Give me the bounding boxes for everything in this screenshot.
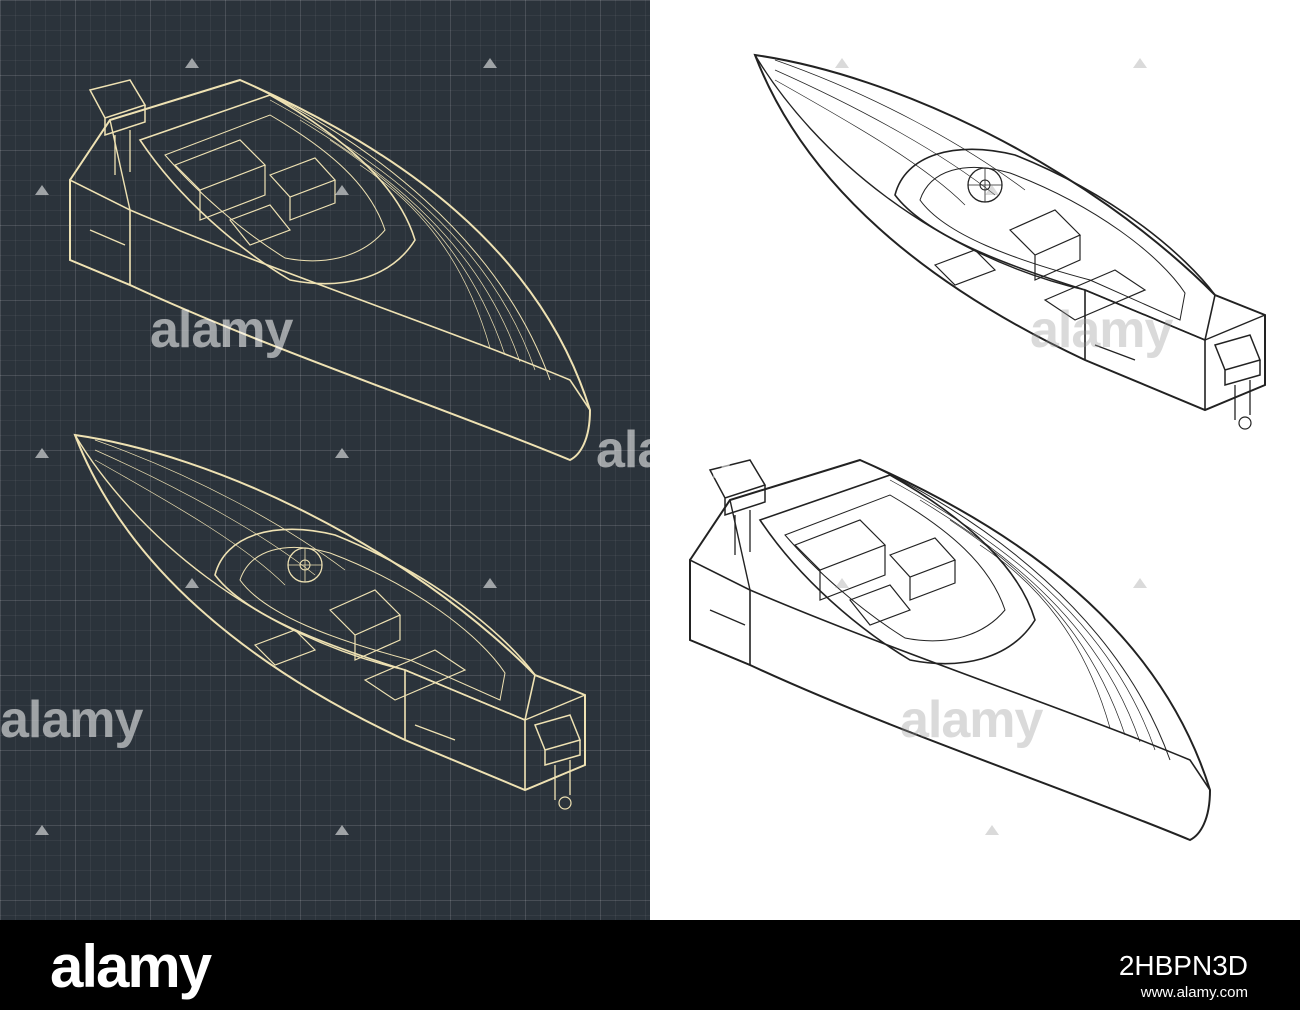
footer-logo: alamy — [50, 933, 212, 1000]
watermark-text: alamy — [1030, 301, 1173, 359]
blueprint-panel — [0, 0, 650, 920]
watermark-text: alamy — [596, 421, 739, 479]
footer-url: www.alamy.com — [1140, 984, 1248, 1001]
watermark-text: alamy — [900, 691, 1043, 749]
boat-drawing-light-bottom — [689, 459, 1211, 841]
boat-drawing-light-top — [754, 54, 1266, 430]
line-drawing-panel — [650, 0, 1300, 920]
image-id: 2HBPN3D — [1118, 950, 1248, 981]
watermark-text: alamy — [0, 691, 143, 749]
watermark-text: alamy — [150, 301, 293, 359]
boat-drawing-dark-bottom — [74, 434, 586, 810]
stock-footer: alamy 2HBPN3D www.alamy.com — [0, 920, 1300, 1010]
boat-drawing-dark-top — [69, 79, 591, 461]
